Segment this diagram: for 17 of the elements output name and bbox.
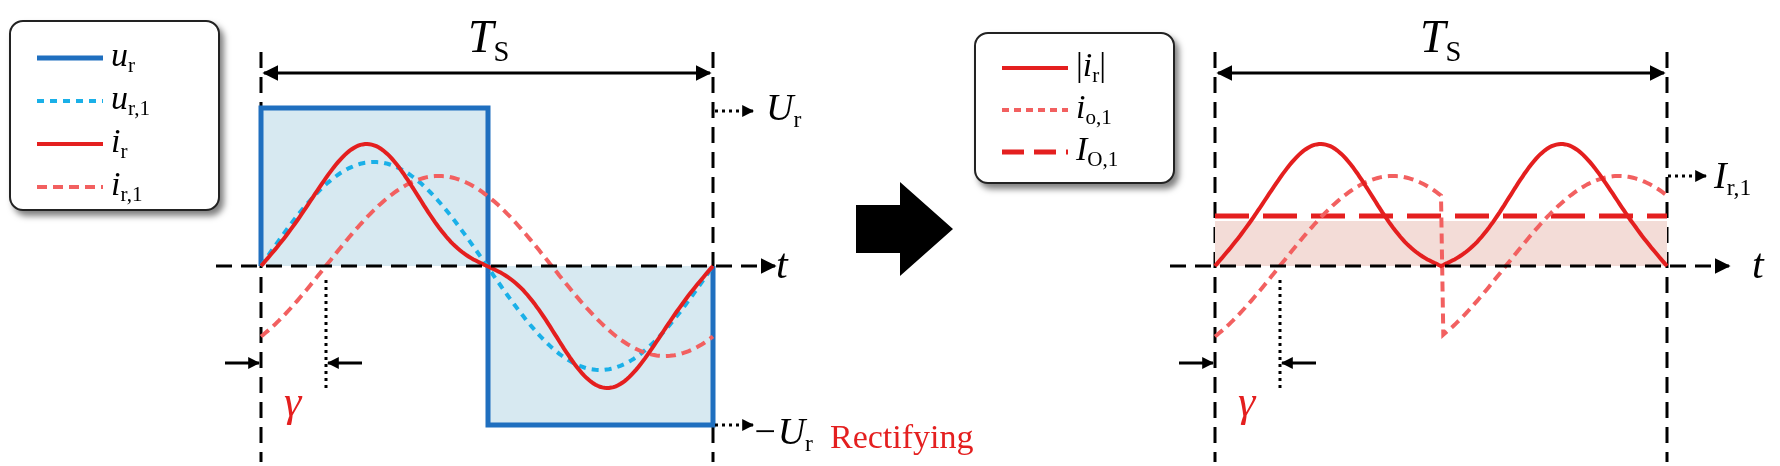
axis-label: t — [776, 243, 788, 285]
legend-label: u$_{r}$ — [111, 38, 136, 77]
legend-label: i$_{o,1}$ — [1076, 90, 1112, 129]
current-level-label: I$_{r,1}$ — [1714, 156, 1752, 200]
legend-label: |i$_{r}$| — [1076, 48, 1107, 87]
phase-angle-label: γ — [284, 380, 302, 424]
legend-label: i$_{r}$ — [111, 124, 128, 163]
voltage-level-label: U$_{r}$ — [766, 88, 802, 132]
axis-label: t — [1752, 243, 1764, 285]
period-label: T$_{S}$ — [468, 14, 510, 67]
period-label: T$_{S}$ — [1420, 14, 1462, 67]
voltage-level-label: −U$_{r}$ — [752, 412, 813, 456]
legend-label: i$_{r,1}$ — [111, 167, 143, 206]
phase-angle-label: γ — [1238, 380, 1256, 424]
legend-label: I$_{O,1}$ — [1076, 132, 1119, 171]
legend-label: u$_{r,1}$ — [111, 81, 150, 120]
process-label: Rectifying — [830, 420, 974, 454]
